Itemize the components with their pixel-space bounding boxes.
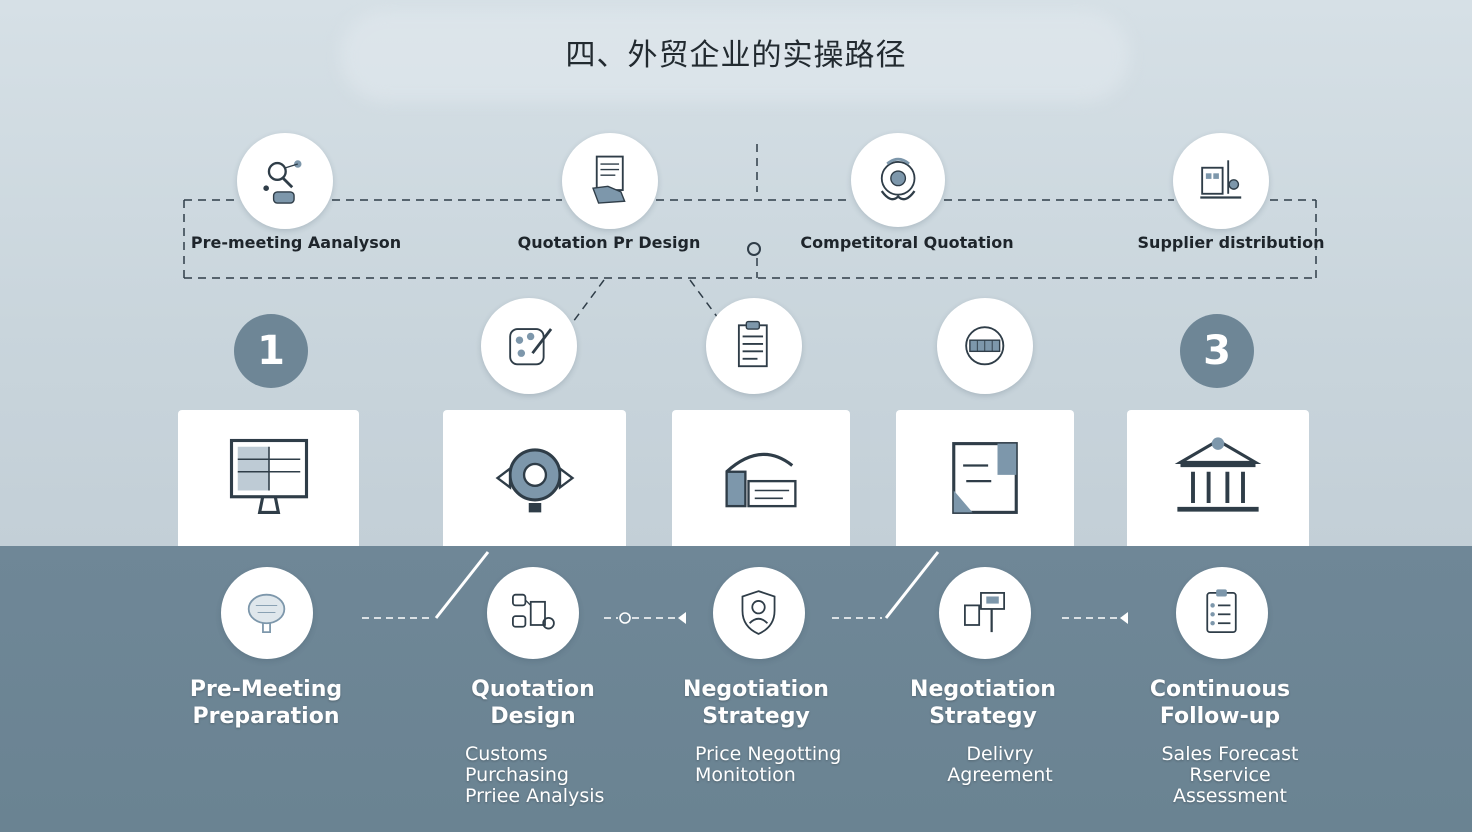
clipboard-icon: [738, 321, 768, 368]
bottom-title-2-line2: Design: [490, 704, 576, 729]
truck-package-icon: [725, 452, 797, 508]
page-title: 四、外贸企业的实操路径: [565, 38, 907, 73]
title-glow: [340, 10, 1130, 102]
card-4: [896, 410, 1074, 546]
magnifier-network-icon: [263, 160, 302, 205]
top-label-4: Supplier distribution: [1137, 233, 1325, 252]
bottom-title-2-line1: Quotation: [471, 677, 595, 702]
middle-step-2: [706, 298, 802, 394]
sub-item: Price Negotting: [695, 743, 842, 765]
sub-item: Delivry: [966, 743, 1034, 765]
card-2: [443, 410, 626, 546]
bottom-title-3-line2: Strategy: [702, 704, 810, 729]
sub-item: Monitotion: [695, 764, 796, 786]
bottom-title-3: Negotiation Strategy: [683, 676, 829, 730]
step-badge-1: 1: [234, 314, 308, 388]
top-label-2: Quotation Pr Design: [517, 233, 701, 252]
top-step-4: [1173, 133, 1269, 229]
sub-item: Agreement: [947, 764, 1053, 786]
top-step-1: [237, 133, 333, 229]
bottom-step-5: [1176, 567, 1268, 659]
bottom-title-3-line1: Negotiation: [683, 677, 829, 702]
bottom-title-1-line2: Preparation: [192, 704, 340, 729]
sub-item: Rservice: [1189, 764, 1271, 786]
sub-item: Purchasing: [465, 764, 569, 786]
bottom-sub-2: Customs Purchasing Prriee Analysis: [465, 744, 604, 807]
sub-item: Prriee Analysis: [465, 785, 605, 807]
brain-network-icon: [248, 594, 286, 634]
signboard-icon: [964, 592, 1006, 633]
bottom-title-4: Negotiation Strategy: [910, 676, 1056, 730]
palette-icon: [509, 328, 553, 366]
bottom-step-3: [713, 567, 805, 659]
bottom-sub-4: Delivry Agreement: [947, 744, 1053, 786]
bottom-title-2: Quotation Design: [471, 676, 595, 730]
globe-grid-icon: [965, 326, 1005, 366]
bottom-title-5-line1: Continuous: [1149, 677, 1291, 702]
document-hand-icon: [592, 155, 626, 205]
sub-item: Sales Forecast: [1161, 743, 1299, 765]
middle-step-1: [481, 298, 577, 394]
flowchart-board-icon: [952, 442, 1018, 514]
handshake-globe-icon: [880, 157, 916, 201]
shield-person-icon: [742, 590, 776, 636]
flow-nodes-icon: [512, 594, 556, 630]
top-step-2: [562, 133, 658, 229]
card-1: [178, 410, 359, 546]
bottom-sub-5: Sales Forecast Rservice Assessment: [1161, 744, 1298, 807]
bottom-title-4-line1: Negotiation: [910, 677, 1056, 702]
bottom-title-1: Pre-Meeting Preparation: [190, 676, 342, 730]
card-3: [672, 410, 850, 546]
sub-item: Assessment: [1173, 785, 1287, 807]
bottom-sub-3: Price Negotting Monitotion: [695, 744, 841, 786]
step-badge-3: 3: [1180, 314, 1254, 388]
top-label-3: Competitoral Quotation: [800, 233, 1014, 252]
bottom-title-5: Continuous Follow-up: [1150, 676, 1290, 730]
sub-item: Customs: [465, 743, 548, 765]
bottom-step-1: [221, 567, 313, 659]
top-label-1: Pre-meeting Aanalyson: [190, 233, 402, 252]
bottom-step-2: [487, 567, 579, 659]
bank-building-icon: [1174, 437, 1262, 512]
bottom-step-4: [939, 567, 1031, 659]
middle-step-3: [937, 298, 1033, 394]
top-step-3: [851, 133, 945, 227]
bottom-title-1-line1: Pre-Meeting: [189, 677, 343, 702]
bottom-title-5-line2: Follow-up: [1159, 704, 1281, 729]
monitor-spreadsheet-icon: [229, 438, 308, 514]
bottom-title-4-line2: Strategy: [929, 704, 1037, 729]
factory-tools-icon: [1200, 160, 1242, 199]
card-5: [1127, 410, 1309, 546]
checklist-icon: [1206, 589, 1238, 634]
gear-lightbulb-icon: [495, 448, 574, 513]
